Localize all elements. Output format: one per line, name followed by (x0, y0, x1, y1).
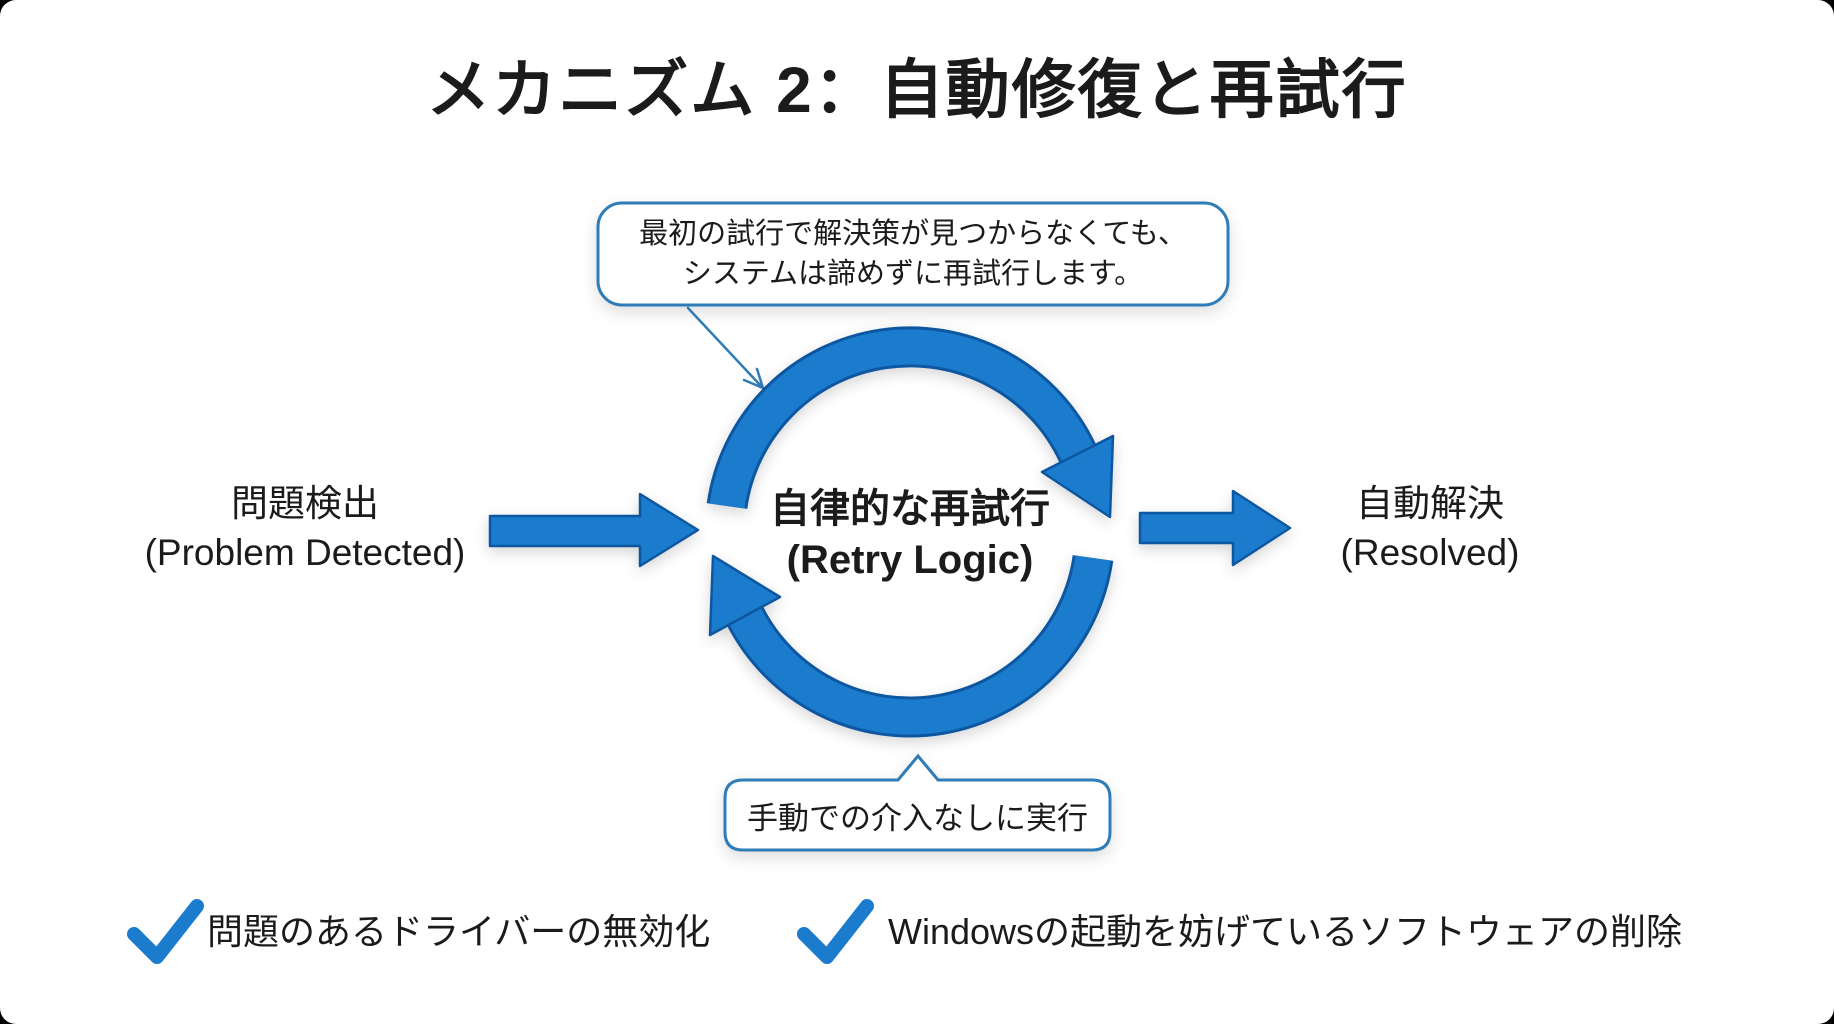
top-callout-line2: システムは諦めずに再試行します。 (682, 258, 1144, 290)
checklist-item: Windowsの起動を妨げているソフトウェアの削除 (888, 911, 1683, 952)
top-callout-line1: 最初の試行で解決策が見つからなくても、 (639, 218, 1187, 250)
cycle-label: 自律的な再試行 (Retry Logic) (710, 484, 1110, 586)
top-callout-box (596, 201, 1230, 307)
cycle-arrowhead-left-icon (708, 554, 782, 637)
cycle-arrowhead-right-icon (1040, 434, 1115, 519)
check-icon (127, 899, 204, 964)
bottom-callout: 手動での介入なしに実行 (725, 780, 1110, 850)
resolved-label: 自動解決 (Resolved) (1230, 479, 1630, 577)
problem-detected-en: (Problem Detected) (144, 532, 466, 573)
problem-detected-ja: 問題検出 (231, 483, 379, 524)
bottom-callout-box (723, 753, 1112, 852)
checklist-item: 問題のあるドライバーの無効化 (207, 911, 711, 952)
problem-detected-label: 問題検出 (Problem Detected) (75, 479, 535, 577)
arrow-in-icon (488, 492, 700, 568)
retry-cycle-icon (706, 326, 1115, 738)
resolved-ja: 自動解決 (1356, 483, 1504, 524)
cycle-label-ja: 自律的な再試行 (770, 487, 1050, 531)
arrow-out-icon (1138, 489, 1292, 567)
top-callout: 最初の試行で解決策が見つからなくても、 システムは諦めずに再試行します。 (598, 203, 1228, 305)
callout-connector-arrow-icon (686, 306, 765, 390)
page-title: メカニズム 2：自動修復と再試行 (426, 54, 1408, 126)
check-icon (797, 899, 874, 964)
bottom-callout-text: 手動での介入なしに実行 (747, 800, 1088, 836)
resolved-en: (Resolved) (1340, 532, 1520, 573)
cycle-label-en: (Retry Logic) (786, 538, 1034, 582)
